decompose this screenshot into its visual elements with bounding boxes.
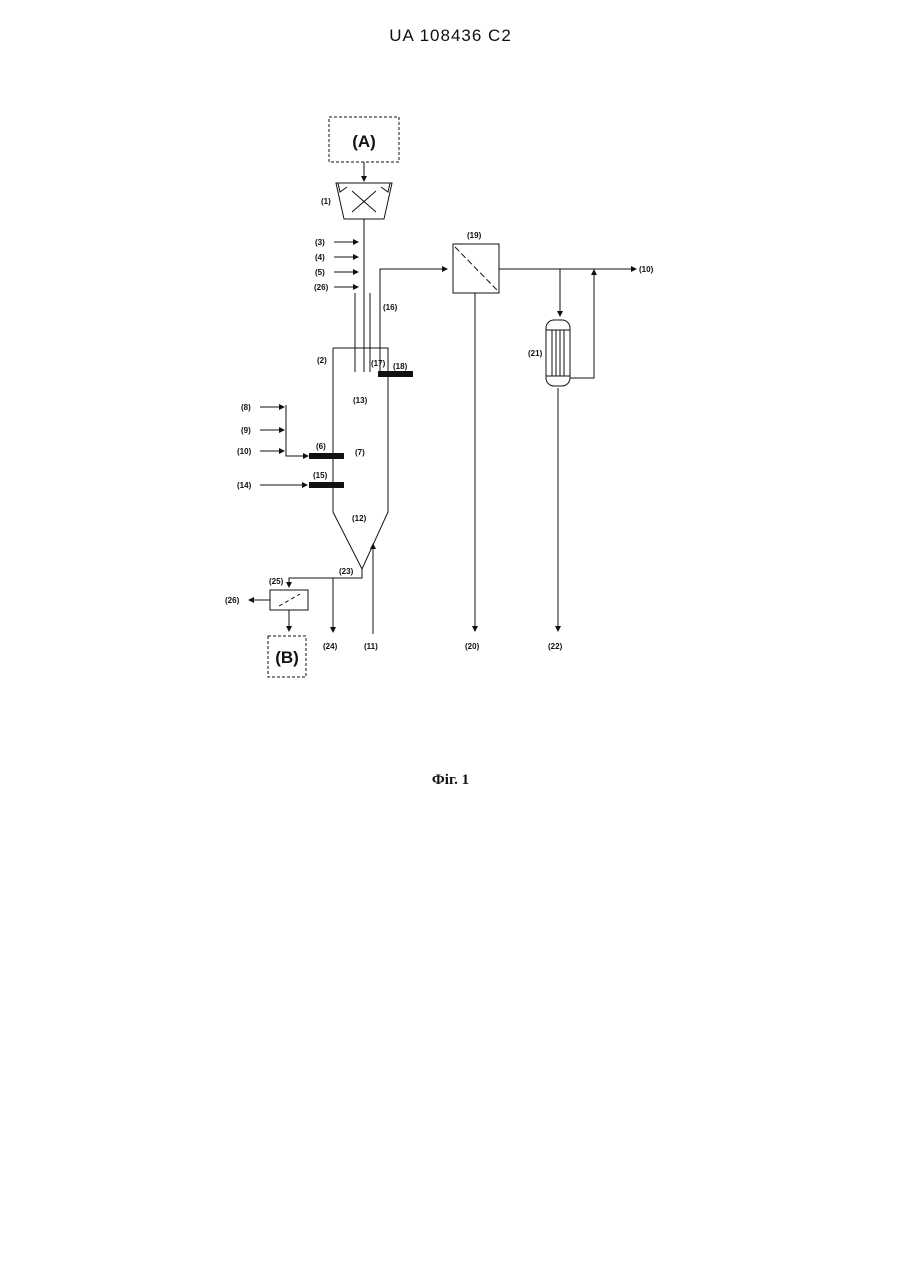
label-25: (25) xyxy=(269,577,284,586)
label-1: (1) xyxy=(321,197,331,206)
nozzle-6 xyxy=(309,453,344,459)
box-a-label: (A) xyxy=(352,132,376,151)
label-24: (24) xyxy=(323,642,338,651)
label-22: (22) xyxy=(548,642,563,651)
label-12: (12) xyxy=(352,514,367,523)
label-23: (23) xyxy=(339,567,354,576)
label-18: (18) xyxy=(393,362,408,371)
label-7: (7) xyxy=(355,448,365,457)
label-13: (13) xyxy=(353,396,368,405)
label-15: (15) xyxy=(313,471,328,480)
label-2: (2) xyxy=(317,356,327,365)
manifold-to-6 xyxy=(286,405,308,456)
label-26b: (26) xyxy=(225,596,240,605)
separator-19-membrane xyxy=(455,247,497,290)
label-10b: (10) xyxy=(237,447,252,456)
filter-25 xyxy=(270,590,308,610)
label-4: (4) xyxy=(315,253,325,262)
mixer-tab-right xyxy=(381,183,390,192)
label-20: (20) xyxy=(465,642,480,651)
label-16: (16) xyxy=(383,303,398,312)
label-19: (19) xyxy=(467,231,482,240)
nozzle-15 xyxy=(309,482,344,488)
label-6: (6) xyxy=(316,442,326,451)
label-8: (8) xyxy=(241,403,251,412)
gas-line-16 xyxy=(380,269,447,372)
label-21: (21) xyxy=(528,349,543,358)
figure-caption: Фіг. 1 xyxy=(0,772,901,789)
label-3: (3) xyxy=(315,238,325,247)
mixer-tab-left xyxy=(338,183,347,192)
column-return-loop xyxy=(570,270,594,378)
label-5: (5) xyxy=(315,268,325,277)
label-9: (9) xyxy=(241,426,251,435)
label-26a: (26) xyxy=(314,283,329,292)
label-11: (11) xyxy=(364,642,378,651)
label-14: (14) xyxy=(237,481,252,490)
label-17: (17) xyxy=(371,359,386,368)
nozzle-18 xyxy=(378,371,413,377)
filter-25-membrane xyxy=(279,594,300,606)
box-b-label: (B) xyxy=(275,648,299,667)
label-10a: (10) xyxy=(639,265,654,274)
